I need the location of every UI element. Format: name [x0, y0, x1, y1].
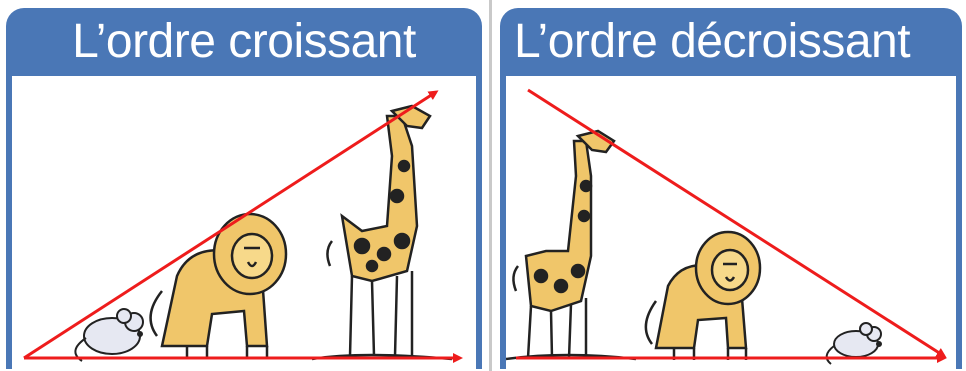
- giraffe-icon: [506, 129, 637, 361]
- giraffe-icon: [311, 104, 453, 361]
- descending-illustration: [506, 88, 947, 365]
- mouse-icon: [74, 308, 144, 362]
- mouse-icon: [825, 322, 882, 365]
- panel-title-ascending: L’ordre croissant: [72, 15, 416, 68]
- panel-content-descending: [506, 76, 956, 369]
- lion-icon: [644, 230, 762, 360]
- panel-content-ascending: [12, 76, 476, 369]
- panel-divider: [489, 0, 492, 371]
- panel-title-descending: L’ordre décroissant: [514, 15, 911, 68]
- panel-descending: L’ordre décroissant: [500, 8, 962, 369]
- descending-diagonal-arrow: [527, 88, 947, 358]
- ascending-diagonal-arrow: [23, 90, 439, 360]
- lion-icon: [149, 212, 288, 359]
- ascending-illustration: [23, 90, 463, 363]
- panel-ascending: L’ordre croissant: [6, 8, 482, 369]
